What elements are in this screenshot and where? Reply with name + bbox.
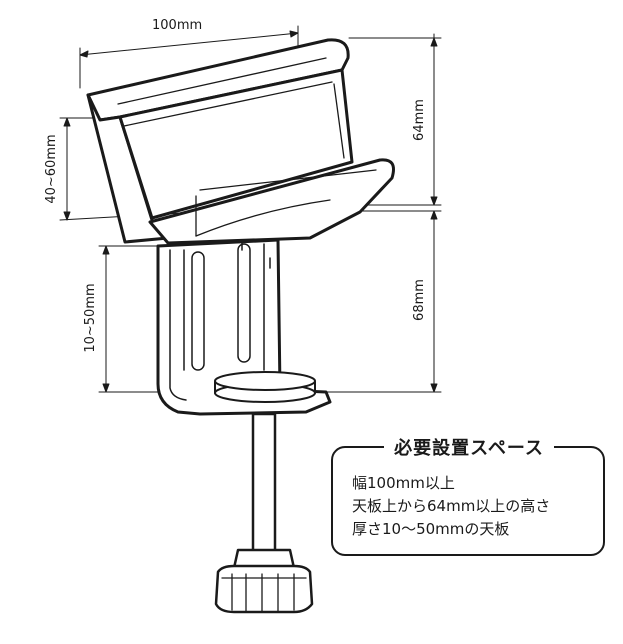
dim-height-lower-label: 68mm: [412, 279, 427, 321]
dim-clamp-bottom-label: 10~50mm: [83, 283, 98, 352]
screw-shaft: [251, 412, 277, 556]
title-dash-right: [553, 446, 576, 448]
requirements-title-bar: 必要設置スペース: [345, 432, 593, 462]
requirement-thickness: 厚さ10～50mmの天板: [352, 520, 510, 538]
requirements-list: 幅100mm以上 天板上から64mm以上の高さ 厚さ10～50mmの天板: [352, 472, 550, 541]
dim-width-label: 100mm: [152, 18, 202, 33]
dim-height-lower: [319, 210, 442, 393]
title-dash-left: [362, 446, 385, 448]
upper-bracket: [86, 38, 395, 245]
clamp-body: [156, 238, 332, 416]
dim-clamp-top-label: 40~60mm: [44, 134, 59, 203]
requirement-height: 天板上から64mm以上の高さ: [352, 497, 551, 515]
dim-height-upper-label: 64mm: [412, 99, 427, 141]
requirement-width: 幅100mm以上: [352, 474, 455, 492]
dim-width: [79, 25, 299, 89]
pressure-pad: [214, 371, 316, 403]
requirements-title: 必要設置スペース: [384, 434, 554, 460]
dim-height-upper: [348, 33, 442, 206]
clamp-knob: [214, 548, 314, 614]
